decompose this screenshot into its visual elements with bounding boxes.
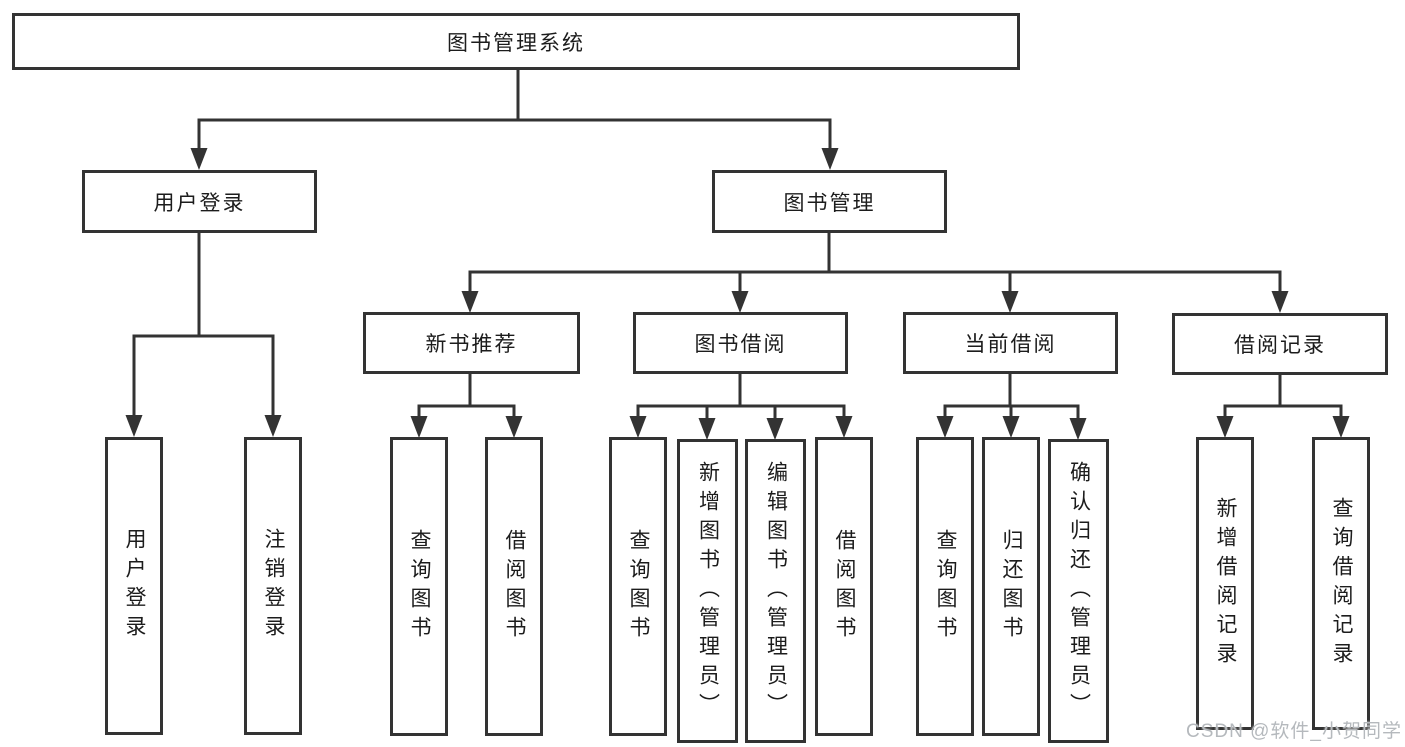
- node-new-book-recommend: 新书推荐: [363, 312, 580, 374]
- node-book-management: 图书管理: [712, 170, 947, 233]
- leaf-borrow-query: 查询图书: [609, 437, 667, 736]
- branch-current-borrow: [936, 372, 1087, 440]
- leaf-borrow-borrow: 借阅图书: [815, 437, 873, 736]
- leaf-current-confirm-admin: 确认归还（管理员）: [1048, 439, 1109, 743]
- node-root: 图书管理系统: [12, 13, 1020, 70]
- leaf-records-query: 查询借阅记录: [1312, 437, 1370, 730]
- node-user-login: 用户登录: [82, 170, 317, 233]
- branch-book-borrow: [629, 372, 853, 440]
- node-borrow-records: 借阅记录: [1172, 313, 1388, 375]
- branch-borrow-records: [1216, 372, 1350, 438]
- branch-root: [190, 68, 839, 170]
- leaf-current-return: 归还图书: [982, 437, 1040, 736]
- branch-new-books: [410, 372, 523, 438]
- branch-book-management: [461, 231, 1289, 313]
- leaf-borrow-edit-admin: 编辑图书（管理员）: [745, 439, 806, 743]
- leaf-user-login: 用户登录: [105, 437, 163, 735]
- leaf-newbooks-borrow: 借阅图书: [485, 437, 543, 736]
- leaf-newbooks-query: 查询图书: [390, 437, 448, 736]
- leaf-current-query: 查询图书: [916, 437, 974, 736]
- leaf-logout: 注销登录: [244, 437, 302, 735]
- branch-user-login: [125, 231, 282, 437]
- node-book-borrow: 图书借阅: [633, 312, 848, 374]
- leaf-borrow-add-admin: 新增图书（管理员）: [677, 439, 738, 743]
- csdn-watermark: CSDN @软件_小贺同学: [1186, 721, 1402, 742]
- leaf-records-add: 新增借阅记录: [1196, 437, 1254, 730]
- node-current-borrow: 当前借阅: [903, 312, 1118, 374]
